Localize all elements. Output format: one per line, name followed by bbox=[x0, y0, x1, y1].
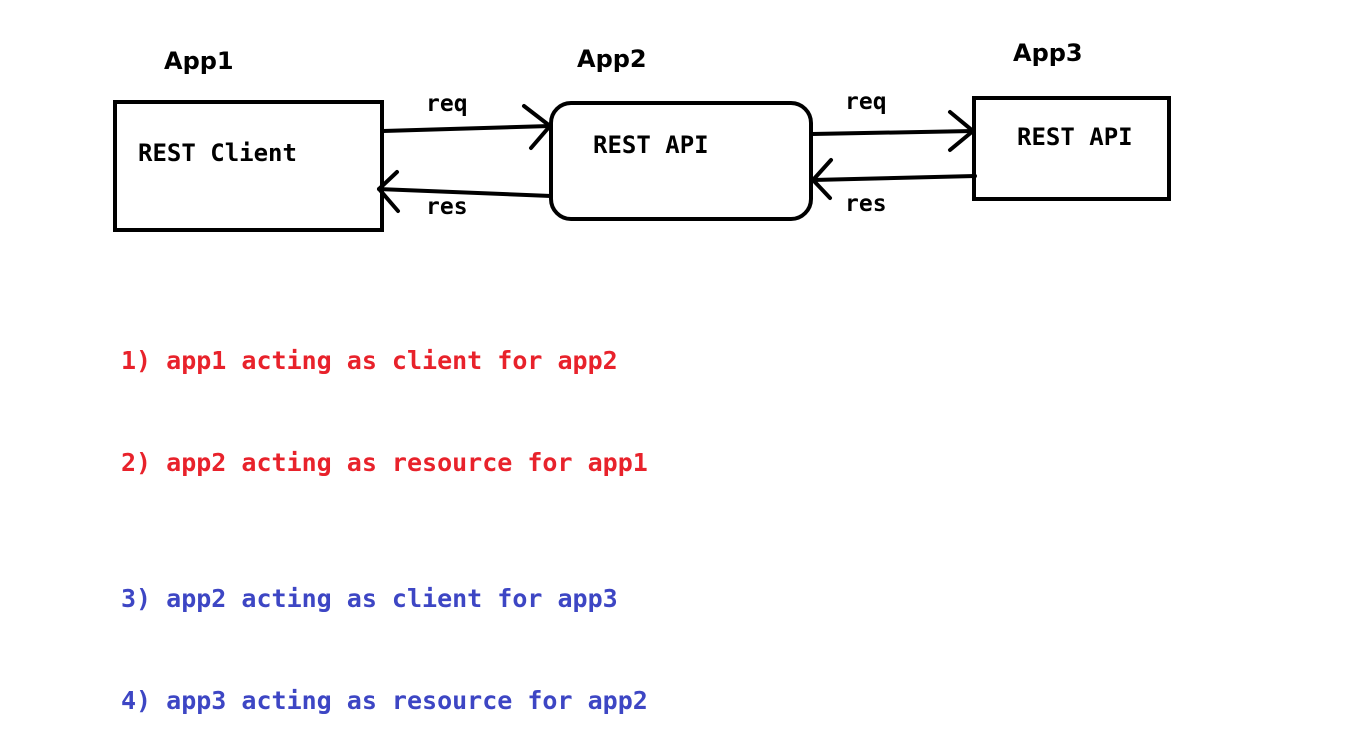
app3-box bbox=[972, 96, 1171, 201]
app1-title: App1 bbox=[164, 47, 234, 75]
req-arrow-head bbox=[522, 104, 552, 150]
req-arrow-shaft bbox=[381, 124, 552, 133]
note-item: 4) app3 acting as resource for app2 bbox=[121, 686, 648, 715]
req-arrow-head bbox=[948, 110, 975, 152]
app1-app2-req-label: req bbox=[426, 91, 468, 117]
res-arrow-head bbox=[811, 158, 833, 200]
res-arrow-head bbox=[377, 170, 400, 213]
note-item: 1) app1 acting as client for app2 bbox=[121, 346, 618, 375]
app1-box bbox=[113, 100, 384, 232]
app3-title: App3 bbox=[1013, 39, 1083, 67]
app2-to-app3-req-arrow bbox=[810, 110, 975, 152]
app2-box bbox=[549, 101, 813, 221]
app2-to-app1-res-arrow bbox=[377, 170, 553, 213]
app3-to-app2-res-arrow bbox=[811, 158, 977, 200]
app2-app3-res-label: res bbox=[845, 191, 887, 217]
res-arrow-shaft bbox=[811, 174, 977, 182]
architecture-diagram: App1 App2 App3 REST Client REST API REST… bbox=[113, 39, 1171, 232]
res-arrow-shaft bbox=[377, 187, 553, 198]
app3-node: REST API bbox=[972, 96, 1171, 201]
notes-list: 1) app1 acting as client for app2 2) app… bbox=[121, 276, 648, 752]
app2-label: REST API bbox=[593, 131, 709, 159]
app1-to-app2-req-arrow bbox=[381, 104, 552, 150]
app1-app2-res-label: res bbox=[426, 194, 468, 220]
app1-label: REST Client bbox=[138, 139, 297, 167]
app2-node: REST API bbox=[549, 101, 813, 221]
app1-node: REST Client bbox=[113, 100, 384, 232]
req-arrow-shaft bbox=[810, 129, 975, 136]
app3-label: REST API bbox=[1017, 123, 1133, 151]
app2-title: App2 bbox=[577, 45, 647, 73]
note-item: 3) app2 acting as client for app3 bbox=[121, 584, 618, 613]
note-item: 2) app2 acting as resource for app1 bbox=[121, 448, 648, 477]
app2-app3-req-label: req bbox=[845, 89, 887, 115]
